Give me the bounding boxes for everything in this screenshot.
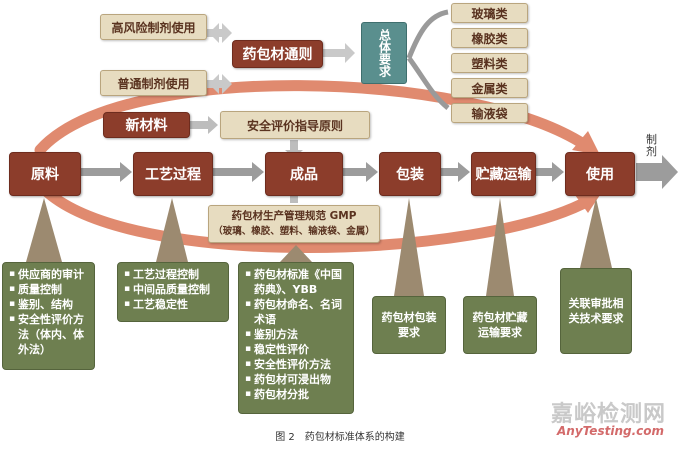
general-use-box: 普通制剂使用 bbox=[100, 70, 207, 96]
raw-detail-item: 质量控制 bbox=[9, 282, 88, 297]
flow-process: 工艺过程 bbox=[133, 152, 213, 196]
product-detail-item: 药包材命名、名词术语 bbox=[245, 297, 347, 327]
raw-detail-item: 鉴别、结构 bbox=[9, 297, 88, 312]
new-material-arrow bbox=[190, 116, 218, 134]
gmp-line2: （玻璃、橡胶、塑料、输液袋、金属） bbox=[213, 226, 375, 237]
material-metal: 金属类 bbox=[451, 78, 528, 98]
product-detail-item: 药包材分批 bbox=[245, 387, 347, 402]
detail-connectors bbox=[26, 198, 612, 296]
overall-requirement-box: 总体要求 bbox=[361, 22, 407, 84]
product-details: 药包材标准《中国药典》、YBB 药包材命名、名词术语 鉴别方法 稳定性评价 安全… bbox=[238, 262, 354, 414]
flow-packaging: 包装 bbox=[379, 152, 441, 196]
watermark-en: AnyTesting.com bbox=[557, 424, 664, 438]
gmp-line1: 药包材生产管理规范 GMP bbox=[231, 210, 357, 222]
high-risk-use-box: 高风险制剂使用 bbox=[100, 14, 207, 40]
flow-raw-material: 原料 bbox=[9, 152, 81, 196]
flow-use: 使用 bbox=[565, 152, 635, 196]
material-glass: 玻璃类 bbox=[451, 3, 528, 23]
new-material-box: 新材料 bbox=[103, 112, 190, 138]
flow-storage-transport: 贮藏运输 bbox=[471, 152, 536, 196]
product-detail-item: 药包材标准《中国药典》、YBB bbox=[245, 267, 347, 297]
product-detail-item: 稳定性评价 bbox=[245, 342, 347, 357]
use-details: 关联审批相关技术要求 bbox=[560, 268, 632, 354]
flow-finished-product: 成品 bbox=[265, 152, 343, 196]
process-detail-item: 工艺过程控制 bbox=[124, 267, 222, 282]
gmp-box: 药包材生产管理规范 GMP （玻璃、橡胶、塑料、输液袋、金属） bbox=[208, 205, 380, 243]
safety-guideline-box: 安全评价指导原则 bbox=[220, 111, 370, 139]
watermark-cn: 嘉峪检测网 bbox=[550, 402, 666, 427]
product-detail-item: 药包材可浸出物 bbox=[245, 372, 347, 387]
materials-brace bbox=[406, 9, 450, 110]
lower-arc-arrowhead bbox=[575, 192, 602, 213]
raw-material-details: 供应商的审计 质量控制 鉴别、结构 安全性评价方法（体内、体外法） bbox=[2, 262, 95, 370]
output-arrow bbox=[636, 155, 678, 189]
material-infusion-bag: 输液袋 bbox=[451, 103, 528, 123]
raw-detail-item: 供应商的审计 bbox=[9, 267, 88, 282]
figure-caption: 图 2 药包材标准体系的构建 bbox=[275, 432, 405, 443]
process-details: 工艺过程控制 中间品质量控制 工艺稳定性 bbox=[117, 262, 229, 322]
product-detail-item: 安全性评价方法 bbox=[245, 357, 347, 372]
general-principle-box: 药包材通则 bbox=[232, 40, 323, 68]
product-detail-item: 鉴别方法 bbox=[245, 327, 347, 342]
material-rubber: 橡胶类 bbox=[451, 28, 528, 48]
flow-arrows bbox=[81, 155, 678, 189]
process-detail-item: 工艺稳定性 bbox=[124, 297, 222, 312]
top-left-arrows bbox=[207, 23, 355, 94]
preparation-label: 制剂 bbox=[646, 133, 657, 158]
material-plastic: 塑料类 bbox=[451, 53, 528, 73]
raw-detail-item: 安全性评价方法（体内、体外法） bbox=[9, 312, 88, 357]
lower-arc-arrow bbox=[39, 184, 596, 253]
storage-details: 药包材贮藏运输要求 bbox=[463, 296, 537, 354]
process-detail-item: 中间品质量控制 bbox=[124, 282, 222, 297]
upper-arc-arrowhead bbox=[572, 131, 600, 155]
packaging-details: 药包材包装要求 bbox=[372, 296, 446, 354]
